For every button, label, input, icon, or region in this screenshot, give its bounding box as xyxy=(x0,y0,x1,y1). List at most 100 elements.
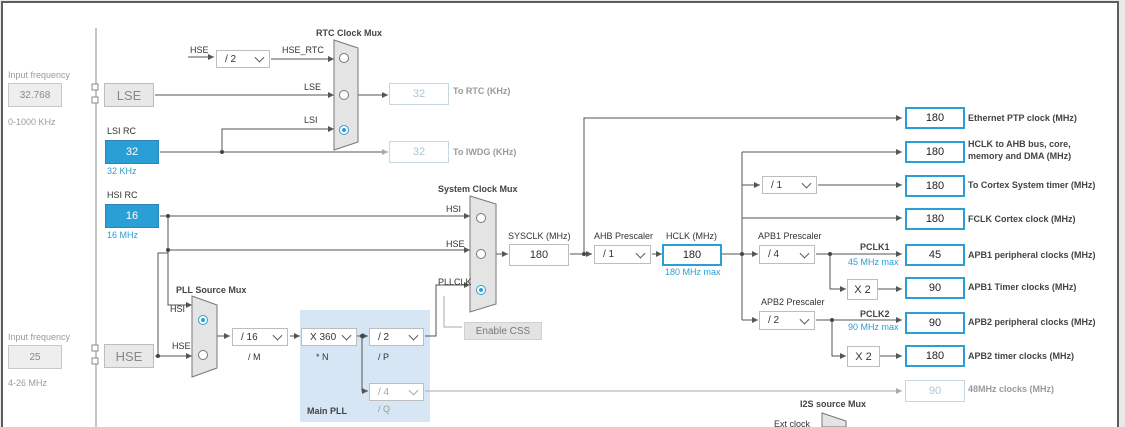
apb2-peripheral-value[interactable]: 90 xyxy=(905,312,965,334)
sys-pllclk-label: PLLCLK xyxy=(438,277,472,287)
chevron-down-icon xyxy=(254,52,265,63)
pll-p-label: / P xyxy=(378,352,390,362)
apb1-peripheral-value[interactable]: 45 xyxy=(905,244,965,266)
i2s-ext-clock-label: Ext clock xyxy=(774,419,811,427)
clock-48mhz-value: 90 xyxy=(905,380,965,402)
rtc-hse-divider-select[interactable]: / 2 xyxy=(216,50,270,68)
hsi-unit: 16 MHz xyxy=(107,230,139,240)
pll-source-mux-title: PLL Source Mux xyxy=(176,285,247,295)
fclk-cortex-label: FCLK Cortex clock (MHz) xyxy=(968,214,1076,224)
pll-n-multiplier-select[interactable]: X 360 xyxy=(301,328,357,346)
ahb-prescaler-value: / 1 xyxy=(603,249,615,260)
apb2-prescaler-select[interactable]: / 2 xyxy=(759,311,815,330)
rtc-hse-divider-value: / 2 xyxy=(225,53,237,65)
hse-frequency-input[interactable]: 25 xyxy=(8,345,62,369)
hsi-title: HSI RC xyxy=(107,190,138,200)
pclk1-label: PCLK1 xyxy=(860,242,890,252)
lsi-title: LSI RC xyxy=(107,126,137,136)
clock-48mhz-label: 48MHz clocks (MHz) xyxy=(968,384,1055,394)
pclk2-label: PCLK2 xyxy=(860,309,890,319)
hse-input-label: Input frequency xyxy=(8,332,71,342)
chevron-down-icon xyxy=(799,314,810,325)
apb1-timer-multiplier: X 2 xyxy=(847,279,878,300)
rtc-mux-title: RTC Clock Mux xyxy=(316,28,383,38)
sys-radio-pllclk[interactable] xyxy=(476,285,486,295)
cortex-system-timer-value[interactable]: 180 xyxy=(905,175,965,197)
rtc-lse-label: LSE xyxy=(304,82,322,92)
fclk-cortex-value[interactable]: 180 xyxy=(905,208,965,230)
main-pll-title: Main PLL xyxy=(307,406,347,416)
chevron-down-icon xyxy=(272,330,283,341)
hclk-label: HCLK (MHz) xyxy=(666,231,717,241)
cortex-divider-value: / 1 xyxy=(771,179,783,191)
lse-input-range: 0-1000 KHz xyxy=(8,117,56,127)
pll-m-divider-select[interactable]: / 16 xyxy=(232,328,288,346)
iwdg-output-label: To IWDG (KHz) xyxy=(453,147,517,157)
apb2-timer-value[interactable]: 180 xyxy=(905,345,965,367)
pll-q-label: / Q xyxy=(378,404,391,414)
apb2-peripheral-label: APB2 peripheral clocks (MHz) xyxy=(968,317,1096,327)
chevron-down-icon xyxy=(635,248,646,259)
apb1-prescaler-select[interactable]: / 4 xyxy=(759,245,815,264)
pclk1-max-label: 45 MHz max xyxy=(848,257,899,267)
rtc-radio-lsi[interactable] xyxy=(339,125,349,135)
hse-rtc-label: HSE_RTC xyxy=(282,45,324,55)
apb1-prescaler-value: / 4 xyxy=(768,249,780,260)
chevron-down-icon xyxy=(408,330,419,341)
apb1-peripheral-label: APB1 peripheral clocks (MHz) xyxy=(968,250,1096,260)
lse-oscillator: LSE xyxy=(104,83,154,107)
sys-radio-hsi[interactable] xyxy=(476,213,486,223)
pll-q-divider-select[interactable]: / 4 xyxy=(369,383,424,401)
sys-hsi-label: HSI xyxy=(446,204,462,214)
apb1-timer-value[interactable]: 90 xyxy=(905,277,965,299)
pll-radio-hsi[interactable] xyxy=(198,315,208,325)
lsi-rc-source: 32 xyxy=(105,140,159,164)
chevron-down-icon xyxy=(799,248,810,259)
lsi-unit: 32 KHz xyxy=(107,166,137,176)
hsi-rc-source: 16 xyxy=(105,204,159,228)
apb2-timer-label: APB2 timer clocks (MHz) xyxy=(968,351,1075,361)
hclk-ahb-label-line2: memory and DMA (MHz) xyxy=(968,151,1072,161)
pll-n-label: * N xyxy=(316,352,329,362)
chevron-down-icon xyxy=(341,330,352,341)
hclk-ahb-label: HCLK to AHB bus, core, xyxy=(968,139,1071,149)
apb1-prescaler-label: APB1 Prescaler xyxy=(758,231,822,241)
i2s-source-mux xyxy=(821,412,847,427)
apb2-timer-multiplier: X 2 xyxy=(847,346,880,367)
pll-src-hsi-label: HSI xyxy=(170,304,186,314)
pll-source-mux xyxy=(191,295,218,378)
sysclk-value: 180 xyxy=(509,244,569,266)
hclk-value-input[interactable]: 180 xyxy=(662,244,722,266)
ahb-prescaler-select[interactable]: / 1 xyxy=(594,245,651,264)
apb1-timer-label: APB1 Timer clocks (MHz) xyxy=(968,282,1077,292)
cortex-system-timer-label: To Cortex System timer (MHz) xyxy=(968,180,1096,190)
pll-p-divider-select[interactable]: / 2 xyxy=(369,328,424,346)
rtc-output-label: To RTC (KHz) xyxy=(453,86,511,96)
pll-p-value: / 2 xyxy=(378,331,390,343)
apb2-prescaler-label: APB2 Prescaler xyxy=(761,297,825,307)
rtc-hse-label: HSE xyxy=(190,45,209,55)
enable-css-button[interactable]: Enable CSS xyxy=(464,322,542,340)
rtc-radio-lse[interactable] xyxy=(339,90,349,100)
pll-m-label: / M xyxy=(248,352,261,362)
ethernet-ptp-clock-value[interactable]: 180 xyxy=(905,107,965,129)
chevron-down-icon xyxy=(801,178,812,189)
lse-frequency-input[interactable]: 32.768 xyxy=(8,83,62,107)
chevron-down-icon xyxy=(408,385,419,396)
i2s-source-mux-title: I2S source Mux xyxy=(800,399,867,409)
sys-radio-hse[interactable] xyxy=(476,249,486,259)
sys-hse-label: HSE xyxy=(446,239,465,249)
sysclk-label: SYSCLK (MHz) xyxy=(508,231,571,241)
ethernet-ptp-clock-label: Ethernet PTP clock (MHz) xyxy=(968,113,1077,123)
rtc-output-value: 32 xyxy=(389,83,449,105)
hclk-ahb-value[interactable]: 180 xyxy=(905,141,965,163)
pll-radio-hse[interactable] xyxy=(198,350,208,360)
pll-m-value: / 16 xyxy=(241,331,258,343)
hclk-max-label: 180 MHz max xyxy=(665,267,721,277)
rtc-radio-hse[interactable] xyxy=(339,53,349,63)
cortex-timer-divider-select[interactable]: / 1 xyxy=(762,176,817,194)
hse-oscillator: HSE xyxy=(104,344,154,368)
iwdg-output-value: 32 xyxy=(389,141,449,163)
lse-input-label: Input frequency xyxy=(8,70,71,80)
